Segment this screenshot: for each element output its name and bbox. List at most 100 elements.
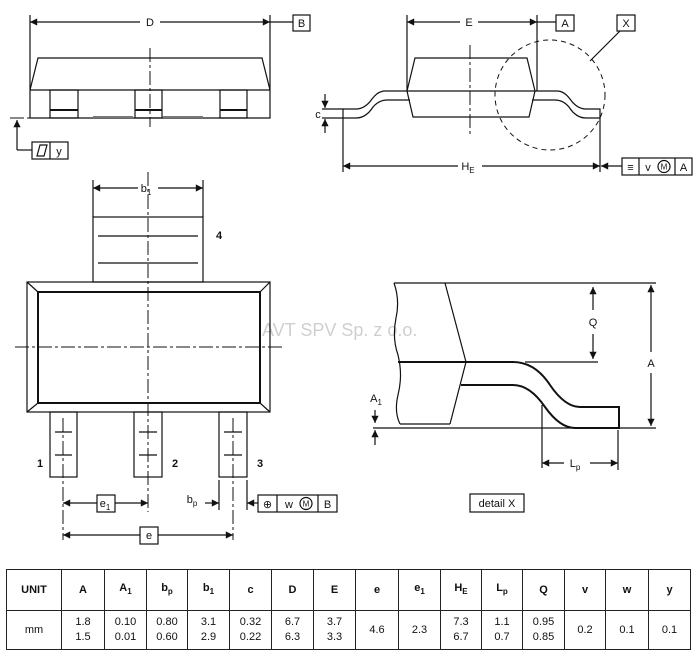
header-symbol: E xyxy=(330,583,339,596)
header-symbol: b xyxy=(161,581,168,594)
dim-E-label: E xyxy=(465,17,472,29)
dim-e-label: e xyxy=(146,530,152,542)
table-header-cell: w xyxy=(605,569,649,611)
tol-datum-A-label: A xyxy=(680,162,688,174)
dim-D-label: D xyxy=(146,17,154,29)
header-symbol: Q xyxy=(539,583,548,596)
header-symbol: y xyxy=(666,583,673,596)
value-max: 0.2 xyxy=(577,623,593,636)
max-material-icon: M xyxy=(661,163,668,172)
value-max: 2.3 xyxy=(411,623,428,636)
value-min: 6.7 xyxy=(453,631,469,643)
value-max: 0.95 xyxy=(532,616,555,628)
table-cell: 4.6 xyxy=(355,610,399,650)
table-header-cell: v xyxy=(564,569,606,611)
value-min: 3.3 xyxy=(326,631,343,643)
pin-1-label: 1 xyxy=(37,458,43,470)
datum-A-box xyxy=(555,14,575,32)
tol-v-label: v xyxy=(645,162,651,174)
dim-Lp-label: Lp xyxy=(570,458,581,472)
header-symbol: c xyxy=(247,583,254,596)
table-header-cell: c xyxy=(229,569,272,611)
table-header-cell: A1 xyxy=(104,569,147,611)
header-symbol: UNIT xyxy=(21,583,47,596)
value-min: 0.01 xyxy=(114,631,137,643)
table-cell: 0.95 0.85 xyxy=(522,610,565,650)
table-header-cell: UNIT xyxy=(6,569,62,611)
table-cell: 0.80 0.60 xyxy=(146,610,188,650)
pin-2-label: 2 xyxy=(172,458,178,470)
header-symbol: L xyxy=(496,581,503,594)
datum-A-label: A xyxy=(561,18,569,30)
value-min: 6.3 xyxy=(284,631,301,643)
symmetry-icon: ≡ xyxy=(627,162,633,174)
header-symbol: A xyxy=(79,583,87,596)
detail-X-callout-label: X xyxy=(622,18,630,30)
header-symbol: A xyxy=(119,581,128,594)
top-view: b1 4 1 2 3 e1 bp ⊕ w M xyxy=(15,172,338,545)
tol-datum-B-label: B xyxy=(324,499,331,511)
detail-X-caption: detail X xyxy=(479,498,516,510)
dim-b1-label: b1 xyxy=(141,183,152,197)
header-subscript: 1 xyxy=(209,587,215,597)
datum-B-box xyxy=(292,14,311,32)
header-symbol: D xyxy=(288,583,297,596)
flatness-icon xyxy=(36,144,48,157)
value-min: 0.7 xyxy=(494,631,510,643)
table-header-cell: bp xyxy=(146,569,188,611)
value-max: 0.1 xyxy=(661,623,678,636)
value-max: 6.7 xyxy=(284,616,301,628)
table-header-cell: Q xyxy=(522,569,565,611)
value-min: 0.60 xyxy=(156,631,178,643)
header-subscript: p xyxy=(167,587,173,597)
dim-bp-label: bp xyxy=(187,494,198,508)
value-max: 4.6 xyxy=(369,623,385,636)
value-max: 7.3 xyxy=(453,616,469,628)
table-header-cell: b1 xyxy=(187,569,230,611)
front-view: D B y xyxy=(10,14,311,160)
header-symbol: b xyxy=(202,581,210,594)
watermark: AVT SPV Sp. z o.o. xyxy=(262,320,417,340)
datum-B-label: B xyxy=(298,18,305,30)
tol-w-label: w xyxy=(284,499,293,511)
value-max: 3.1 xyxy=(200,616,217,628)
value-min: 1.5 xyxy=(75,631,91,643)
dim-A1-label: A1 xyxy=(370,393,382,407)
table-header-cell: A xyxy=(61,569,105,611)
table-header-cell: e1 xyxy=(398,569,441,611)
max-material-icon: M xyxy=(303,500,310,509)
dim-HE-label: HE xyxy=(461,161,474,175)
value-min: 0.85 xyxy=(532,631,555,643)
parallelism-tolerance-frame: ≡ v M A xyxy=(621,157,693,176)
table-cell: 0.1 xyxy=(605,610,649,650)
value-max: 0.32 xyxy=(239,616,262,628)
dim-Q-label: Q xyxy=(589,317,598,329)
detail-X-callout-box xyxy=(616,14,636,32)
tol-y-label: y xyxy=(56,146,62,158)
header-subscript: 1 xyxy=(420,587,425,597)
value-max: 0.80 xyxy=(156,616,178,628)
table-cell: 2.3 xyxy=(398,610,441,650)
header-subscript: E xyxy=(462,587,468,597)
value-max: 1.1 xyxy=(494,616,510,628)
value-max: 0.1 xyxy=(619,623,635,636)
header-symbol: e xyxy=(373,583,381,596)
dim-A-label: A xyxy=(647,358,655,370)
table-header-cell: D xyxy=(271,569,314,611)
table-cell: 0.2 xyxy=(564,610,606,650)
dim-e1-label: e1 xyxy=(100,498,111,512)
pin-3-label: 3 xyxy=(257,458,263,470)
header-subscript: 1 xyxy=(127,587,132,597)
table-cell: 0.1 xyxy=(648,610,691,650)
value-min: 2.9 xyxy=(200,631,217,643)
